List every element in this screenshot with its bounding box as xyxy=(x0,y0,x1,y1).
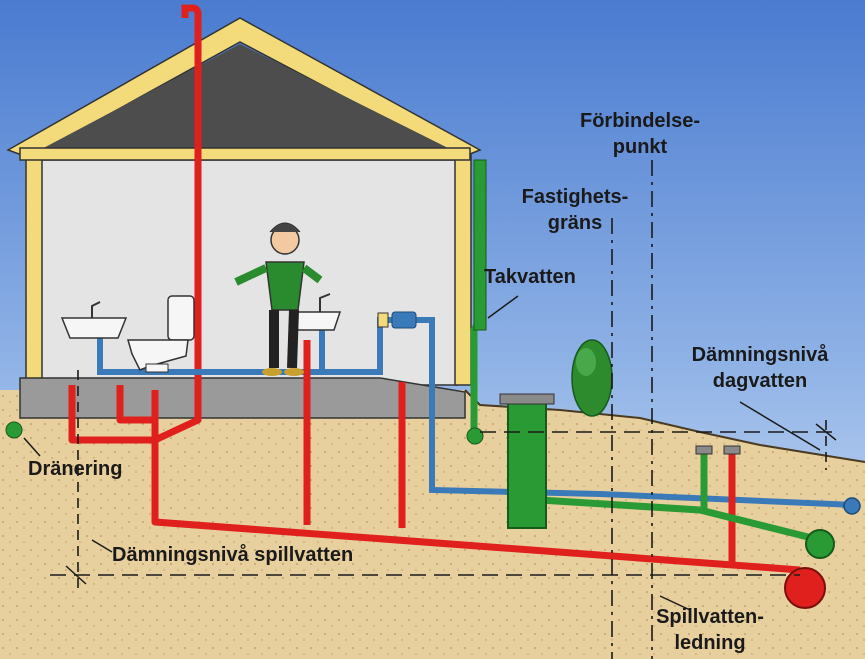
label-damningsniva-dagvatten-line1: Dämningsnivå xyxy=(691,344,829,366)
label-forbindelsepunkt-line1: Förbindelse- xyxy=(579,110,700,132)
sewage-pipes xyxy=(68,340,801,574)
valve-red xyxy=(723,445,741,455)
label-fastighetsgrans: Fastighets- gräns xyxy=(500,184,650,236)
toilet-icon xyxy=(127,295,195,373)
drain-tile-icon xyxy=(5,421,23,439)
water-outlet-icon xyxy=(843,497,861,515)
label-spillvattenledning: Spillvatten- ledning xyxy=(640,604,780,656)
label-dranering: Dränering xyxy=(28,458,123,480)
ceiling-beam xyxy=(19,147,471,161)
ground-surface-line xyxy=(464,389,865,463)
sink-icon xyxy=(60,301,128,339)
foundation xyxy=(19,377,466,419)
shrub-icon xyxy=(571,339,613,417)
storm-main-icon xyxy=(805,529,835,559)
drainage-pipe-icon xyxy=(466,427,484,445)
label-takvatten: Takvatten xyxy=(484,266,576,288)
label-damningsniva-dagvatten-line2: dagvatten xyxy=(712,370,808,392)
label-spillvattenledning-line2: ledning xyxy=(674,632,746,654)
left-wall-post xyxy=(25,154,43,386)
label-spillvattenledning-line1: Spillvatten- xyxy=(656,606,764,628)
downspout xyxy=(473,159,487,331)
leader-lines xyxy=(23,295,837,611)
label-damningsniva-dagvatten: Dämningsnivå dagvatten xyxy=(660,342,860,394)
valve-green xyxy=(695,445,713,455)
sewer-main-icon xyxy=(784,567,826,609)
label-forbindelsepunkt-line2: punkt xyxy=(612,136,668,158)
label-forbindelsepunkt: Förbindelse- punkt xyxy=(560,108,720,160)
vent-stack xyxy=(181,4,202,385)
right-wall-post xyxy=(454,154,472,386)
person-icon xyxy=(234,222,323,376)
label-damningsniva-spillvatten: Dämningsnivå spillvatten xyxy=(112,544,354,566)
reference-lines xyxy=(50,160,840,659)
water-meter-icon xyxy=(377,311,417,329)
roof-attic xyxy=(36,44,456,152)
label-fastighetsgrans-line1: Fastighets- xyxy=(521,186,629,208)
inspection-well-icon xyxy=(499,393,555,529)
label-fastighetsgrans-line2: gräns xyxy=(547,212,603,234)
